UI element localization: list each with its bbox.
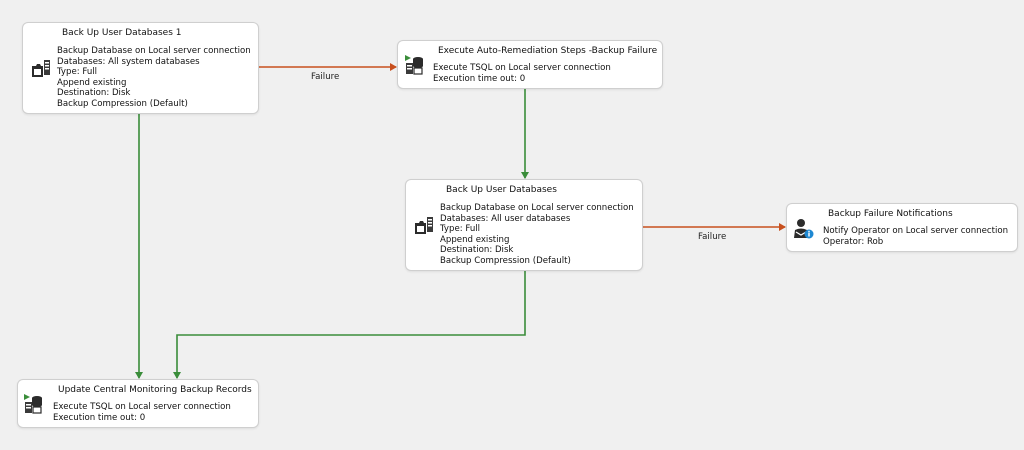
detail-line: Databases: All user databases — [440, 213, 571, 224]
task-title: Back Up User Databases — [446, 185, 557, 195]
execute-tsql-icon — [404, 54, 426, 76]
detail-line: Execute TSQL on Local server connection — [53, 402, 231, 412]
detail-line: Operator: Rob — [823, 236, 884, 247]
task-details: Backup Database on Local server connecti… — [57, 46, 251, 110]
task-title: Update Central Monitoring Backup Records — [58, 385, 252, 395]
connector-label-failure: Failure — [311, 72, 340, 82]
detail-line: Destination: Disk — [440, 245, 514, 256]
task-details: Notify Operator on Local server connecti… — [823, 226, 1008, 247]
task-title: Execute Auto-Remediation Steps -Backup F… — [438, 46, 658, 56]
notify-operator-icon — [792, 218, 814, 240]
detail-line: Backup Database on Local server connecti… — [57, 46, 251, 56]
connector-backup-user-to-update-monitoring[interactable] — [173, 271, 526, 379]
backup-database-icon — [30, 57, 52, 79]
task-back-up-user-databases[interactable]: Back Up User Databases Backup Database o… — [405, 179, 643, 271]
detail-line: Execution time out: 0 — [433, 73, 526, 84]
connector-label-failure: Failure — [698, 232, 727, 242]
detail-line: Destination: Disk — [57, 88, 131, 99]
detail-line: Execution time out: 0 — [53, 412, 146, 423]
detail-line: Notify Operator on Local server connecti… — [823, 226, 1009, 236]
task-back-up-user-databases-1[interactable]: Back Up User Databases 1 Backup Database… — [22, 22, 259, 114]
task-details: Execute TSQL on Local server connection … — [53, 402, 231, 423]
task-details: Execute TSQL on Local server connection … — [433, 63, 611, 84]
detail-line: Type: Full — [440, 224, 481, 235]
detail-line: Append existing — [440, 234, 510, 245]
detail-line: Backup Compression (Default) — [440, 255, 571, 266]
detail-line: Type: Full — [57, 67, 98, 78]
task-execute-auto-remediation[interactable]: Execute Auto-Remediation Steps -Backup F… — [397, 40, 663, 89]
detail-line: Databases: All system databases — [57, 56, 200, 67]
execute-tsql-icon — [23, 393, 45, 415]
task-title: Backup Failure Notifications — [828, 209, 953, 219]
detail-line: Append existing — [57, 77, 127, 88]
task-backup-failure-notifications[interactable]: Backup Failure Notifications Notify Oper… — [786, 203, 1018, 252]
backup-database-icon — [413, 214, 435, 236]
detail-line: Backup Database on Local server connecti… — [440, 203, 634, 213]
detail-line: Execute TSQL on Local server connection — [433, 63, 611, 73]
task-title: Back Up User Databases 1 — [62, 28, 182, 38]
task-update-central-monitoring[interactable]: Update Central Monitoring Backup Records… — [17, 379, 259, 428]
task-details: Backup Database on Local server connecti… — [440, 203, 634, 267]
detail-line: Backup Compression (Default) — [57, 98, 188, 109]
